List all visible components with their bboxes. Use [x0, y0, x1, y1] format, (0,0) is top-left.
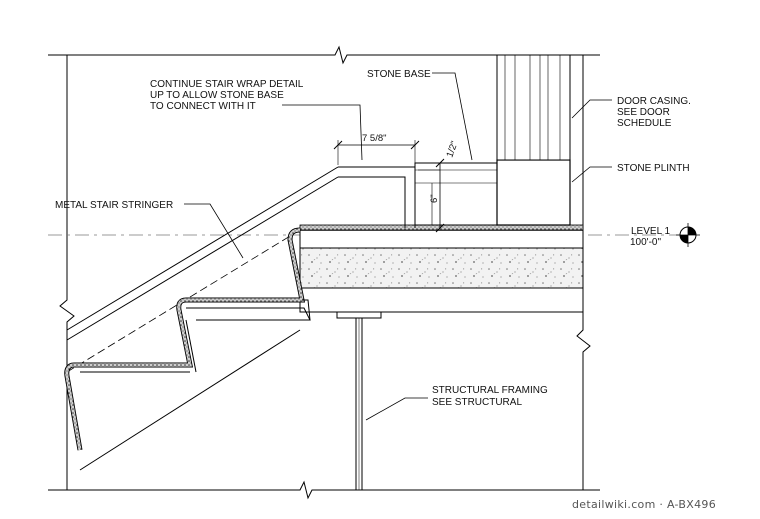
dim-text-half-inch: 1/2": [444, 140, 460, 159]
level-elevation: 100'-0": [630, 237, 661, 248]
note-door-casing-3: SCHEDULE: [617, 118, 672, 129]
landing-finish: [299, 224, 584, 231]
note-structural-2: SEE STRUCTURAL: [432, 397, 522, 408]
left-break-line: [59, 55, 75, 490]
note-continue-wrap-2: UP TO ALLOW STONE BASE: [150, 90, 284, 101]
stone-plinth: [496, 159, 571, 226]
watermark: detailwiki.com · A-BX496: [572, 498, 716, 511]
note-door-casing-1: DOOR CASING.: [617, 96, 691, 107]
stair-stringer: [66, 166, 339, 471]
dim-text-7-5-8: 7 5/8": [362, 133, 387, 144]
steel-beam: [336, 311, 382, 491]
dimension-half-inch: 1/2": [418, 140, 460, 171]
note-metal-stringer: METAL STAIR STRINGER: [55, 200, 173, 211]
note-stone-plinth: STONE PLINTH: [617, 163, 690, 174]
level-name: LEVEL 1: [631, 226, 671, 237]
note-structural-1: STRUCTURAL FRAMING: [432, 385, 548, 396]
top-break-line: [48, 45, 600, 65]
dim-text-six-inch: 6": [429, 194, 440, 203]
note-continue-wrap-1: CONTINUE STAIR WRAP DETAIL: [150, 79, 304, 90]
leader-lines: [184, 72, 612, 421]
stone-base: [414, 162, 498, 226]
stair-steps: [64, 227, 311, 451]
door-casing: [496, 54, 571, 161]
note-continue-wrap-3: TO CONNECT WITH IT: [150, 101, 256, 112]
bottom-break-line: [48, 480, 600, 500]
dimension-7-5-8: 7 5/8": [333, 133, 420, 165]
dimension-six-inch: 6": [429, 158, 445, 233]
level-datum-target-icon: [676, 223, 700, 247]
floor-slab: [296, 229, 584, 313]
stair-wrap-cap: [338, 166, 416, 228]
note-door-casing-2: SEE DOOR: [617, 107, 670, 118]
note-stone-base: STONE BASE: [367, 69, 431, 80]
